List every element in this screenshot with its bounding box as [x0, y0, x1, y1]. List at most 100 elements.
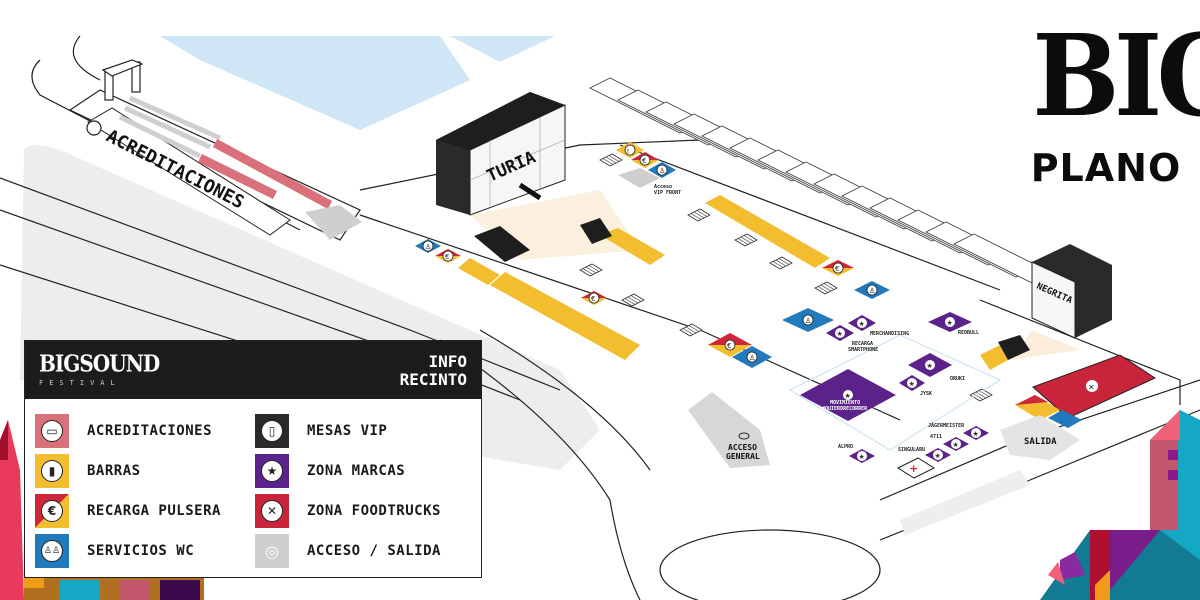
stage-negrita[interactable]: NEGRITA	[1010, 244, 1112, 360]
grate	[679, 323, 703, 337]
svg-text:ACCESO: ACCESO	[728, 443, 757, 452]
svg-text:MERCHANDISING: MERCHANDISING	[870, 331, 909, 337]
svg-text:♙: ♙	[425, 243, 431, 251]
grate	[599, 153, 623, 167]
floor-grates	[579, 153, 993, 402]
svg-text:+: +	[909, 462, 918, 475]
svg-text:4711: 4711	[930, 434, 942, 440]
svg-text:★: ★	[953, 441, 959, 449]
svg-text:VIP FRONT: VIP FRONT	[654, 190, 681, 196]
legend-item-mesas-vip: ▯ MESAS VIP	[255, 411, 475, 451]
euro-icon: €	[35, 494, 69, 528]
svg-text:SALIDA: SALIDA	[1024, 437, 1057, 447]
grate	[579, 263, 603, 277]
legend-label: BARRAS	[87, 463, 141, 479]
acceso-vip-front[interactable]: Acceso VIP FRONT	[618, 168, 681, 196]
brand-stand-alpro: ★	[849, 449, 875, 463]
brand-labels: MERCHANDISING RECARGA SMARTPHONE REDBULL…	[822, 330, 979, 453]
svg-text:★: ★	[859, 453, 865, 461]
grate	[769, 256, 793, 270]
svg-text:★: ★	[837, 330, 843, 338]
svg-text:€: €	[835, 265, 839, 273]
marcas-zone-outline	[788, 334, 1002, 451]
brand-stand-singularu: ★	[925, 448, 951, 462]
legend-header: BIGSOUND FESTIVAL INFO RECINTO	[25, 341, 481, 399]
recarga-point: €	[581, 291, 607, 305]
svg-text:i: i	[627, 147, 629, 155]
title-big: BIG	[1032, 11, 1200, 142]
legend-item-servicios-wc: ♙♙ SERVICIOS WC	[35, 531, 255, 571]
vip-table-icon: ▯	[255, 414, 289, 448]
recarga-point: €	[631, 152, 659, 168]
legend-label: ZONA FOODTRUCKS	[307, 503, 441, 519]
legend-title-line1: INFO	[428, 352, 467, 371]
salida[interactable]: SALIDA	[900, 415, 1080, 535]
svg-text:★: ★	[935, 452, 941, 460]
grate	[814, 281, 838, 295]
decorative-art-left	[0, 420, 204, 600]
map-title: BIG PLANO	[1026, 11, 1200, 190]
legend-label: MESAS VIP	[307, 423, 388, 439]
title-plano: PLANO	[1030, 146, 1182, 190]
restroom-icon: ♙♙	[35, 534, 69, 568]
acceso-general[interactable]: ACCESO GENERAL	[688, 392, 770, 468]
festival-logo-name: BIGSOUND	[39, 349, 160, 378]
wc-point: ♙	[732, 346, 772, 368]
svg-text:★: ★	[947, 319, 953, 327]
svg-text:€: €	[642, 157, 646, 165]
brand-stand-jagermeister: ★	[963, 426, 989, 440]
legend-label: ZONA MARCAS	[307, 463, 406, 479]
svg-text:#QUIERORECORRER: #QUIERORECORRER	[822, 406, 868, 412]
svg-text:SINGULARU: SINGULARU	[898, 447, 925, 453]
bottle-icon: ▮	[35, 454, 69, 488]
wc-point: ♙	[782, 308, 834, 332]
wristband-icon: ◎	[255, 534, 289, 568]
svg-text:Acceso: Acceso	[654, 184, 672, 190]
grate	[734, 233, 758, 247]
svg-text:♙: ♙	[805, 317, 811, 325]
recarga-point: €	[435, 249, 461, 263]
grate	[687, 208, 711, 222]
legend-item-zona-marcas: ★ ZONA MARCAS	[255, 451, 475, 491]
svg-text:♙: ♙	[749, 354, 755, 362]
svg-text:♙: ♙	[869, 287, 875, 295]
ticket-icon: ▭	[35, 414, 69, 448]
svg-text:★: ★	[927, 362, 933, 370]
svg-text:★: ★	[973, 430, 979, 438]
legend-list: ▭ ACREDITACIONES ▯ MESAS VIP ▮ BARRAS ★ …	[35, 411, 475, 571]
festival-logo: BIGSOUND FESTIVAL	[39, 349, 160, 387]
svg-text:ALPRO: ALPRO	[838, 444, 853, 450]
first-aid-point: +	[896, 457, 936, 479]
svg-text:GENERAL: GENERAL	[726, 452, 760, 461]
svg-text:€: €	[727, 342, 731, 350]
recarga-point: €	[708, 333, 752, 357]
brand-stand-movimiento: ★	[800, 369, 896, 421]
legend-item-barras: ▮ BARRAS	[35, 451, 255, 491]
cutlery-icon: ✕	[255, 494, 289, 528]
svg-text:★: ★	[859, 320, 865, 328]
legend-item-acceso-salida: ◎ ACCESO / SALIDA	[255, 531, 475, 571]
recarga-point: €	[822, 260, 854, 276]
legend-label: RECARGA PULSERA	[87, 503, 221, 519]
wc-point: ♙	[648, 162, 676, 178]
barra-point: i	[616, 142, 644, 158]
svg-text:MOVIMIENTO: MOVIMIENTO	[830, 400, 860, 406]
service-points: i € ♙ ♙ € € € ♙ ♙ € ♙	[415, 142, 890, 368]
brand-stand-merchandising: ★	[848, 315, 876, 331]
svg-text:REDBULL: REDBULL	[958, 330, 979, 336]
brand-stands: ★★★★★★★★★★	[800, 312, 989, 463]
brand-stand-4711: ★	[943, 437, 969, 451]
svg-text:RECARGA: RECARGA	[852, 341, 873, 347]
grate	[969, 388, 993, 402]
svg-text:♙: ♙	[659, 167, 665, 175]
festival-logo-sub: FESTIVAL	[39, 379, 121, 387]
water-area	[450, 36, 555, 62]
legend-item-zona-foodtrucks: ✕ ZONA FOODTRUCKS	[255, 491, 475, 531]
legend-title: INFO RECINTO	[400, 353, 467, 389]
svg-text:JYSK: JYSK	[920, 391, 932, 397]
star-icon: ★	[255, 454, 289, 488]
foodtruck-zone[interactable]: ✕	[1015, 354, 1157, 428]
brand-stand-oruki: ★	[908, 353, 952, 377]
svg-text:SMARTPHONE: SMARTPHONE	[848, 347, 878, 353]
stage-turia[interactable]: TURIA	[436, 92, 640, 260]
